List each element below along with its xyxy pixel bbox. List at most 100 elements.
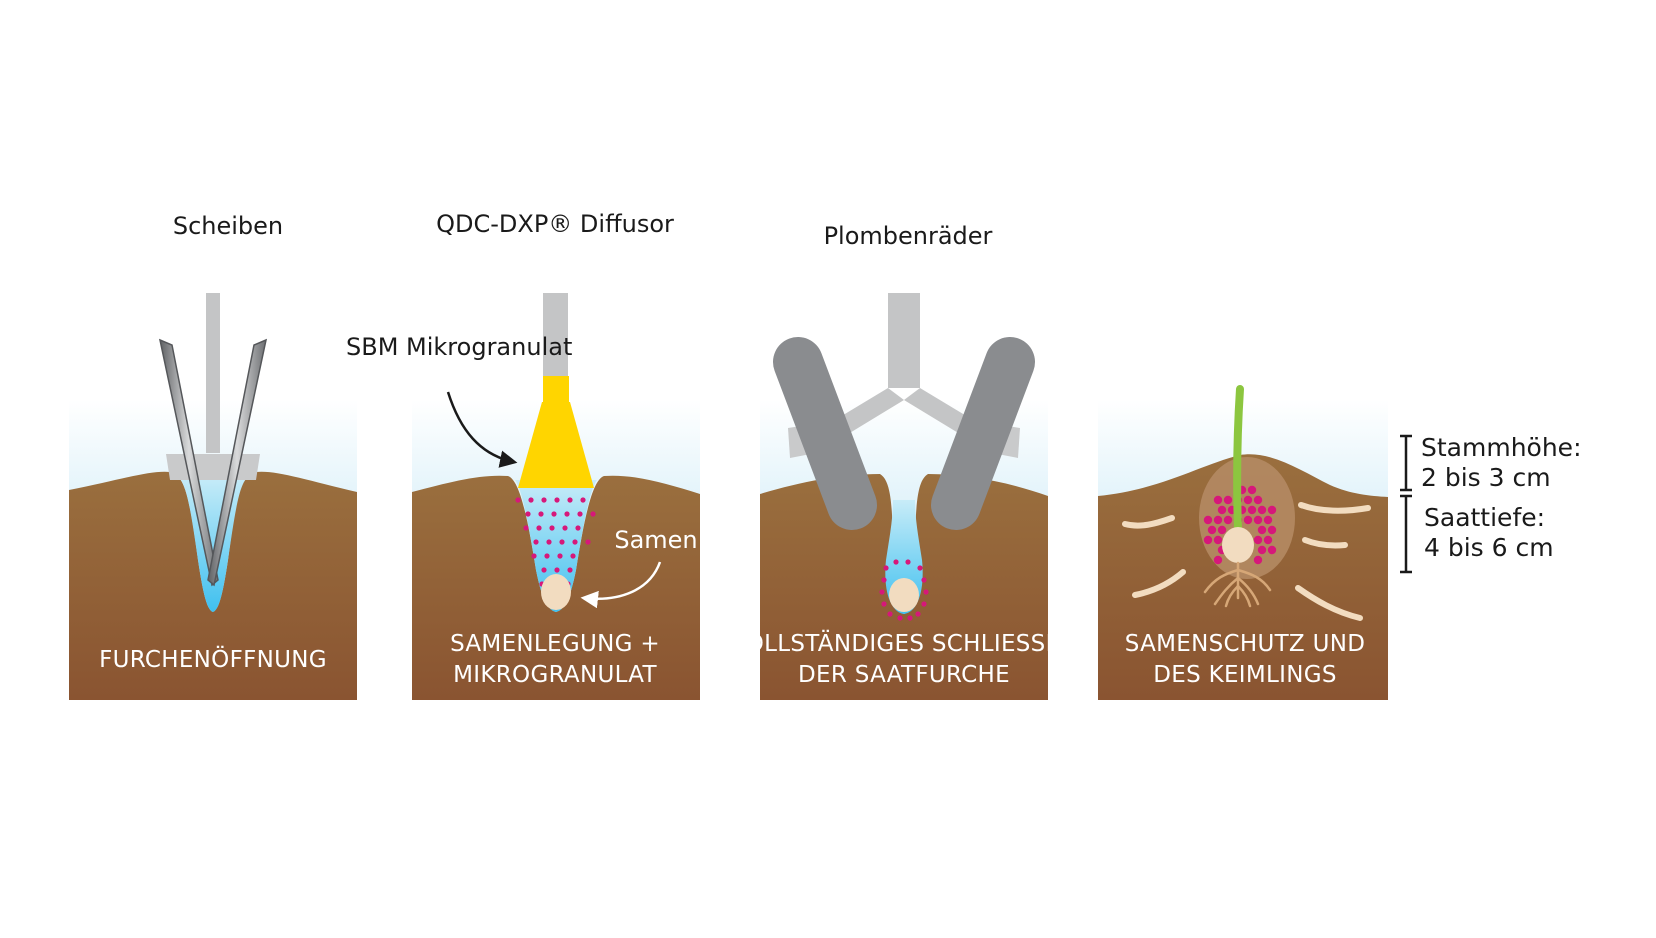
granule-dot (554, 567, 560, 573)
granule-dot (1243, 515, 1253, 525)
annotation-seed: Samen (614, 526, 697, 554)
granule-dot (541, 497, 547, 503)
granule-dot (1223, 515, 1233, 525)
granule-dot (570, 553, 576, 559)
granule-dot (546, 539, 552, 545)
caption-furrow-opening: FURCHENÖFFNUNG (99, 645, 327, 673)
soil (69, 471, 357, 700)
press-wheel-right-icon (931, 337, 1035, 530)
measurement-brackets (1400, 434, 1412, 574)
granule-dot (1253, 515, 1263, 525)
granule-dot (515, 497, 521, 503)
granule-dot (879, 589, 885, 595)
granules (515, 497, 596, 587)
granule-dot (1257, 505, 1267, 515)
stem-height-label: Stammhöhe: (1421, 433, 1582, 462)
pest-larvae-icons (1122, 502, 1371, 621)
granule-dot (1257, 545, 1267, 555)
caption-protection-line2: DES KEIMLINGS (1153, 662, 1337, 688)
granule-dot (559, 539, 565, 545)
granule-dot (1213, 535, 1223, 545)
granule-dot (1223, 495, 1233, 505)
annotation-microgranulate: SBM Mikrogranulat (346, 333, 572, 361)
granule-dot (907, 615, 913, 621)
granule-dot (590, 511, 596, 517)
granule-dot (538, 511, 544, 517)
sowing-depth-label: Saattiefe: (1424, 503, 1545, 532)
granule-dot (1213, 515, 1223, 525)
furrow (176, 476, 250, 612)
granule-dot (562, 525, 568, 531)
granule-dot (1213, 555, 1223, 565)
granule-dot (905, 559, 911, 565)
granule-dot (897, 615, 903, 621)
granule-dot (525, 511, 531, 517)
granule-dot (1253, 495, 1263, 505)
caption-seeding-line2: MIKROGRANULAT (453, 662, 657, 688)
granule-dot (1207, 525, 1217, 535)
granule-dot (887, 611, 893, 617)
diffusor-shaft (543, 293, 568, 378)
caption-seeding-line1: SAMENLEGUNG + (450, 631, 660, 657)
soil (760, 474, 1048, 700)
granules (879, 559, 929, 621)
granule-dot (1247, 505, 1257, 515)
caption-closing-line2: DER SAATFURCHE (798, 662, 1010, 688)
panel-closing: Plombenräder VOLLSTÄNDIGES SCHLIESSEN DE… (730, 222, 1078, 700)
granule-dot (1267, 545, 1277, 555)
seed (889, 578, 919, 612)
tool-label-press-wheels: Plombenräder (824, 222, 993, 250)
granule-dot (893, 559, 899, 565)
granule-dot (1263, 515, 1273, 525)
tool-label-discs: Scheiben (173, 212, 283, 240)
granule-dot (557, 553, 563, 559)
frame-shaft (888, 293, 920, 388)
granule-dot (921, 577, 927, 583)
granule-dot (1267, 505, 1277, 515)
granule-dot (572, 539, 578, 545)
granule-dot (1267, 525, 1277, 535)
granule-dot (528, 497, 534, 503)
caption-closing-line1: VOLLSTÄNDIGES SCHLIESSEN (730, 629, 1078, 657)
stem-height-value: 2 bis 3 cm (1421, 463, 1551, 492)
granule-dot (575, 525, 581, 531)
granule-dot (564, 511, 570, 517)
furrow (515, 480, 597, 612)
roots-icon (1203, 561, 1272, 608)
granule-dot (915, 611, 921, 617)
granule-dot (1203, 515, 1213, 525)
arrow-seed (580, 561, 662, 609)
soil (412, 475, 700, 700)
granule-dot (549, 525, 555, 531)
press-wheel-left-icon (773, 337, 877, 530)
granule-dot (1257, 525, 1267, 535)
granule-dot (554, 497, 560, 503)
seed (541, 574, 571, 610)
granule-dot (577, 511, 583, 517)
granule-dot (567, 567, 573, 573)
granules (1203, 485, 1277, 565)
granule-dot (1263, 535, 1273, 545)
granule-dot (544, 553, 550, 559)
granule-dot (881, 601, 887, 607)
granule-dot (883, 565, 889, 571)
diffusor-icon (518, 402, 594, 488)
panel-protection: SAMENSCHUTZ UND DES KEIMLINGS (1098, 385, 1388, 700)
granule-dot (531, 553, 537, 559)
panel-furrow-opening: Scheiben FURCHENÖFFNUNG (69, 212, 357, 700)
granule-dot (1247, 485, 1257, 495)
granule-dot (533, 539, 539, 545)
granule-dot (1203, 535, 1213, 545)
granule-dot (551, 511, 557, 517)
granule-dot (1253, 535, 1263, 545)
granule-dot (567, 497, 573, 503)
granule-dot (1253, 555, 1263, 565)
granule-dot (923, 589, 929, 595)
disc-left-icon (158, 338, 219, 587)
granule-dot (1217, 505, 1227, 515)
arrow-microgranulate (446, 391, 518, 468)
granule-dot (1243, 495, 1253, 505)
caption-protection-line1: SAMENSCHUTZ UND (1125, 631, 1366, 657)
disc-right-icon (207, 338, 268, 587)
